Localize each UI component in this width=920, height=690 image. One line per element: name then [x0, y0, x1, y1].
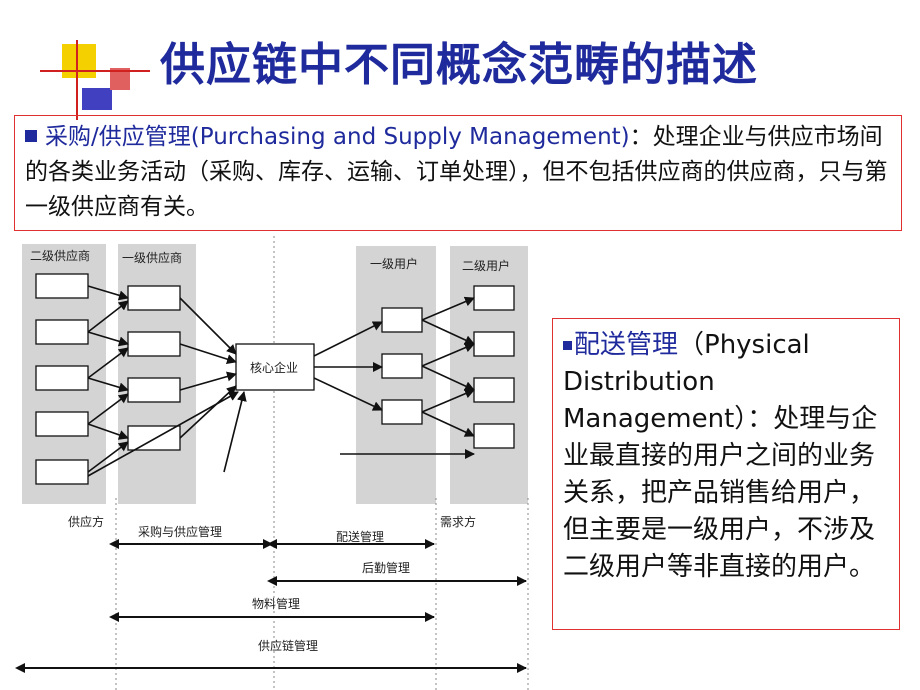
second-user-node	[473, 423, 515, 449]
second-user-node	[473, 285, 515, 311]
label-demand-side: 需求方	[440, 514, 476, 529]
page-title: 供应链中不同概念范畴的描述	[160, 38, 759, 91]
label-purchasing-mgmt: 采购与供应管理	[138, 524, 222, 539]
label-distribution-mgmt: 配送管理	[336, 529, 384, 544]
label-supply-side: 供应方	[68, 514, 104, 529]
flow-arrows	[87, 285, 475, 477]
second-user-column	[450, 246, 528, 504]
deco-hline	[40, 70, 150, 72]
second-user-node	[473, 377, 515, 403]
purchasing-description-box: 采购/供应管理(Purchasing and Supply Management…	[14, 115, 902, 231]
first-user-node	[381, 353, 423, 379]
deco-yellow-square	[62, 44, 96, 78]
label-materials-mgmt: 物料管理	[252, 596, 300, 611]
deco-blue-square	[82, 88, 112, 110]
first-supplier-node	[127, 331, 181, 357]
label-scm: 供应链管理	[258, 638, 318, 653]
second-supplier-node	[35, 411, 89, 437]
first-user-node	[381, 307, 423, 333]
second-supplier-node	[35, 459, 89, 485]
core-enterprise-label: 核心企业	[250, 360, 298, 375]
supply-chain-diagram: 二级供应商 一级供应商 一级用户 二级用户 核心企业	[15, 236, 529, 690]
purchasing-heading: 采购/供应管理(Purchasing and Supply Management…	[45, 124, 630, 150]
deco-vline	[76, 40, 78, 120]
square-bullet-icon	[25, 130, 37, 142]
label-first-user: 一级用户	[370, 256, 418, 271]
label-first-supplier: 一级供应商	[122, 250, 182, 265]
first-supplier-node	[127, 377, 181, 403]
purchasing-text: ：处理企业与供应市场间的各类业务活动（采购、库存、运输、订单处理），但不包括供应…	[25, 124, 888, 220]
first-user-node	[381, 399, 423, 425]
label-logistics-mgmt: 后勤管理	[362, 560, 410, 575]
label-second-user: 二级用户	[462, 258, 510, 273]
second-supplier-node	[35, 319, 89, 345]
deco-red-square	[110, 68, 130, 90]
distribution-heading: 配送管理	[574, 330, 679, 360]
label-second-supplier: 二级供应商	[30, 248, 90, 263]
distribution-text: （Physical Distribution Management）：处理与企业…	[563, 330, 878, 582]
first-supplier-node	[127, 285, 181, 311]
distribution-description-box: 配送管理（Physical Distribution Management）：处…	[552, 318, 900, 630]
second-supplier-node	[35, 273, 89, 299]
square-bullet-icon	[563, 341, 572, 350]
scope-range-arrows	[15, 539, 527, 673]
second-user-node	[473, 331, 515, 357]
first-supplier-column	[118, 244, 196, 504]
dashed-guides	[115, 236, 529, 690]
core-enterprise-node	[235, 343, 315, 391]
second-supplier-node	[35, 365, 89, 391]
